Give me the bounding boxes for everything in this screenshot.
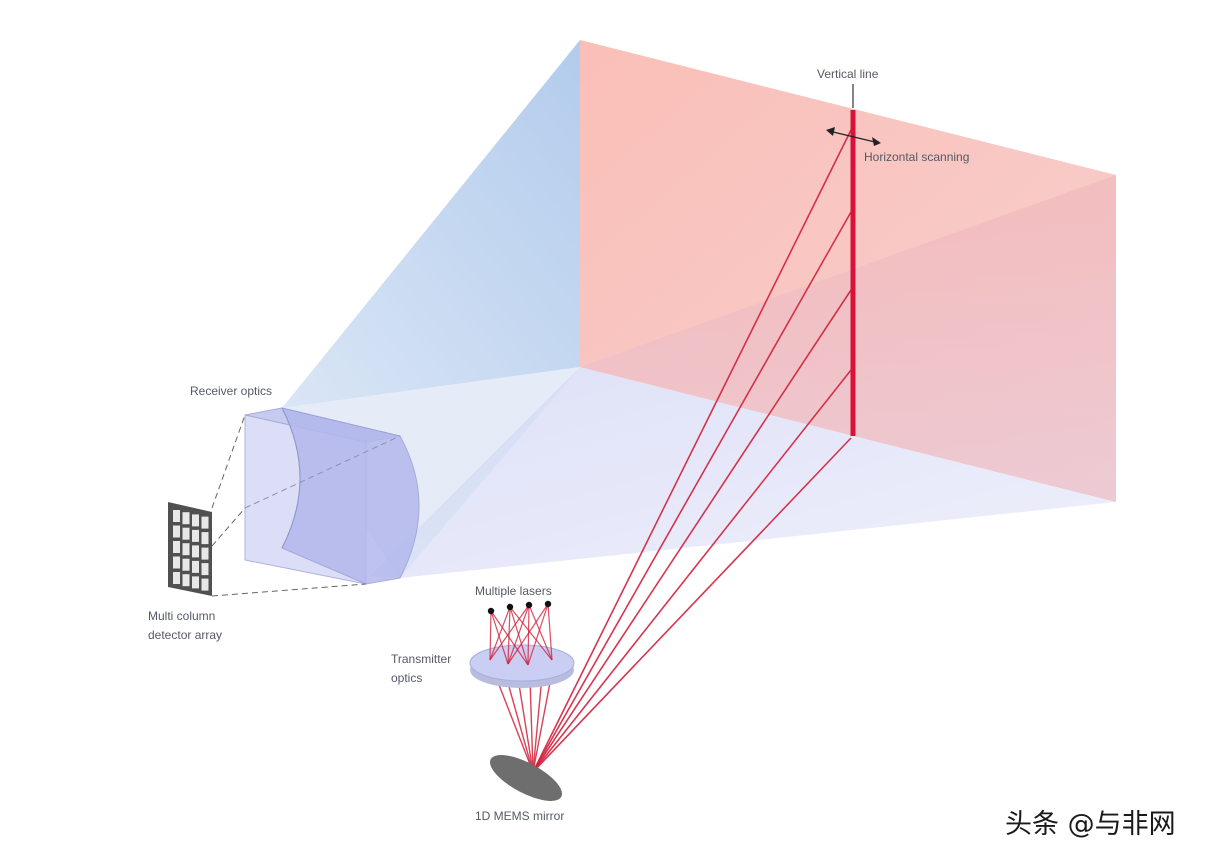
detector-cell bbox=[192, 545, 199, 558]
laser-source bbox=[506, 603, 514, 611]
laser-source bbox=[487, 607, 495, 615]
detector-cell bbox=[173, 541, 180, 553]
multiple-lasers-label: Multiple lasers bbox=[475, 584, 552, 598]
outgoing-beam bbox=[532, 437, 852, 773]
receiver-lens-edge bbox=[281, 407, 301, 549]
transmitter-optics-label-line1: Transmitter bbox=[391, 652, 451, 666]
laser-ray bbox=[547, 603, 553, 661]
vertical-scan-line bbox=[850, 110, 856, 436]
detector-cell bbox=[173, 556, 180, 569]
detector-cell bbox=[182, 527, 190, 540]
laser-ray bbox=[490, 610, 509, 665]
field-of-view bbox=[282, 40, 1116, 578]
laser-ray bbox=[528, 604, 553, 661]
detector-cell bbox=[192, 560, 199, 573]
detector-cell bbox=[201, 516, 209, 529]
outgoing-beam bbox=[532, 211, 852, 773]
detector-cell bbox=[182, 574, 190, 587]
outgoing-beam bbox=[532, 369, 852, 773]
detector-cell bbox=[182, 512, 190, 525]
fov-floor bbox=[370, 367, 1116, 578]
transmitter-beam bbox=[532, 675, 543, 773]
laser-source bbox=[525, 601, 533, 609]
detector-cell bbox=[182, 543, 190, 556]
transmitter-beam bbox=[505, 675, 534, 773]
detector-projection-bottom bbox=[211, 583, 367, 597]
transmitter-beam bbox=[529, 677, 534, 773]
laser-ray bbox=[509, 606, 529, 666]
detector-cell bbox=[192, 529, 199, 542]
multiple-lasers bbox=[487, 600, 553, 666]
transmitter-beam bbox=[532, 671, 553, 773]
transmitter-beam bbox=[493, 671, 534, 773]
laser-ray bbox=[489, 606, 511, 661]
detector-cells bbox=[173, 510, 209, 591]
receiver-cone-top bbox=[282, 40, 580, 408]
detector-cell bbox=[192, 514, 199, 527]
detector-cell bbox=[201, 563, 209, 576]
detector-cell bbox=[173, 572, 180, 584]
laser-ray bbox=[509, 606, 553, 661]
outgoing-beam bbox=[532, 129, 852, 773]
watermark-text: 头条 @与非网 bbox=[1005, 809, 1176, 840]
detector-array-label-line1: Multi column bbox=[148, 609, 215, 623]
receiver-optical-axis bbox=[244, 435, 401, 509]
detector-cell bbox=[201, 578, 209, 591]
detector-array bbox=[168, 414, 367, 597]
mems-mirror-label: 1D MEMS mirror bbox=[475, 809, 564, 823]
detector-projection-top bbox=[211, 414, 246, 509]
laser-ray bbox=[507, 603, 549, 665]
detector-cell bbox=[173, 525, 180, 538]
detector-projection-mid bbox=[211, 507, 246, 547]
receiver-cone-bottom bbox=[282, 367, 580, 578]
fov-shade bbox=[580, 175, 1116, 502]
detector-cell bbox=[201, 532, 209, 545]
transmitter-lens bbox=[469, 644, 575, 682]
transmitter-beam bbox=[517, 677, 534, 773]
detector-cell bbox=[182, 558, 190, 571]
laser-ray bbox=[527, 603, 549, 666]
mems-mirror bbox=[489, 755, 563, 801]
outgoing-beam bbox=[532, 289, 852, 773]
detector-cell bbox=[201, 547, 209, 560]
receiver-optics bbox=[244, 407, 420, 585]
receiver-optics-label: Receiver optics bbox=[190, 384, 272, 398]
laser-ray bbox=[507, 604, 530, 665]
laser-ray bbox=[507, 606, 511, 665]
detector-cell bbox=[173, 510, 180, 522]
laser-ray bbox=[527, 604, 530, 666]
horizontal-scanning-arrow bbox=[826, 127, 881, 146]
horizontal-scanning-label: Horizontal scanning bbox=[864, 150, 969, 164]
laser-ray bbox=[489, 610, 492, 661]
laser-source bbox=[544, 600, 552, 608]
detector-array-label-line2: detector array bbox=[148, 628, 222, 642]
laser-ray bbox=[489, 604, 530, 661]
transmitter-optics-label-line2: optics bbox=[391, 671, 422, 685]
laser-beams bbox=[493, 129, 852, 773]
detector-cell bbox=[192, 576, 199, 589]
transmitter-optics bbox=[469, 644, 575, 688]
vertical-line-label: Vertical line bbox=[817, 67, 879, 81]
